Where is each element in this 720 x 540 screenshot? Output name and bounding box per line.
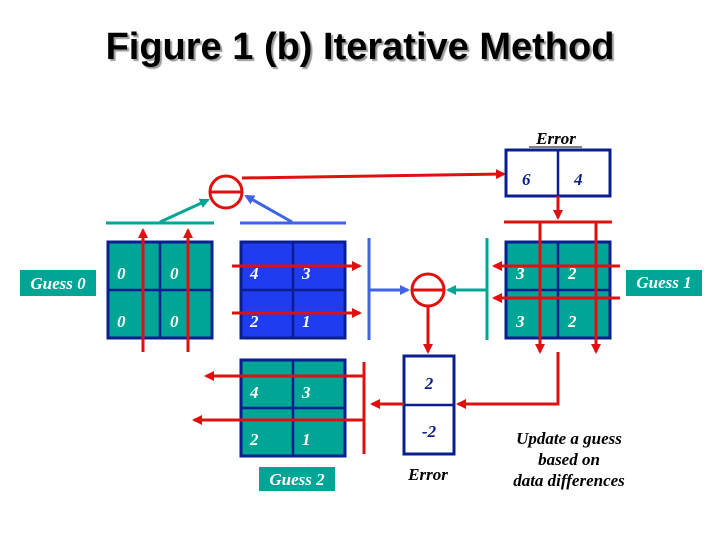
error-bottom-value: 2 <box>424 374 434 393</box>
guess0-cell: 0 <box>117 312 126 331</box>
error-top-value: 4 <box>573 170 583 189</box>
update-path <box>456 352 560 409</box>
guess1-grid: 3 2 3 2 <box>504 240 612 340</box>
projection-cell: 4 <box>249 264 259 283</box>
compare-arrow <box>244 194 293 224</box>
update-note-line: data differences <box>513 471 625 490</box>
compare-arrow <box>159 198 210 224</box>
guess2-cell: 1 <box>302 430 311 449</box>
error-arrow <box>241 169 506 180</box>
guess1-cell: 3 <box>515 312 525 331</box>
guess0-cell: 0 <box>117 264 126 283</box>
update-note-line: based on <box>538 450 600 469</box>
update-note-line: Update a guess <box>516 429 622 448</box>
error-bottom-value: -2 <box>422 422 437 441</box>
projection-cell: 1 <box>302 312 311 331</box>
guess2-label-box <box>259 467 335 491</box>
guess2-label: Guess 2 <box>269 470 325 489</box>
error-top-label: Error <box>535 129 576 148</box>
page-title: Figure 1 (b) Iterative Method <box>105 26 615 68</box>
error-top-value: 6 <box>522 170 531 189</box>
error-bottom-box: 2 -2 <box>402 354 456 456</box>
guess0-cell: 0 <box>170 264 179 283</box>
error-top-box: 6 4 <box>504 148 612 198</box>
guess1-label: Guess 1 <box>636 273 691 292</box>
guess0-grid: 0 0 0 0 <box>106 240 214 340</box>
guess1-cell: 3 <box>515 264 525 283</box>
projection-cell: 3 <box>301 264 311 283</box>
projection-cell: 2 <box>249 312 259 331</box>
guess0-label-box <box>20 270 96 296</box>
projection-grid: 4 3 2 1 <box>239 240 347 340</box>
guess1-label-box <box>626 270 702 296</box>
guess2-cell: 3 <box>301 383 311 402</box>
guess2-cell: 2 <box>249 430 259 449</box>
guess1-cell: 2 <box>567 264 577 283</box>
error-bottom-label: Error <box>407 465 448 484</box>
guess2-grid: 4 3 2 1 <box>239 358 347 458</box>
guess1-cell: 2 <box>567 312 577 331</box>
guess0-label: Guess 0 <box>30 274 86 293</box>
guess0-cell: 0 <box>170 312 179 331</box>
guess2-cell: 4 <box>249 383 259 402</box>
